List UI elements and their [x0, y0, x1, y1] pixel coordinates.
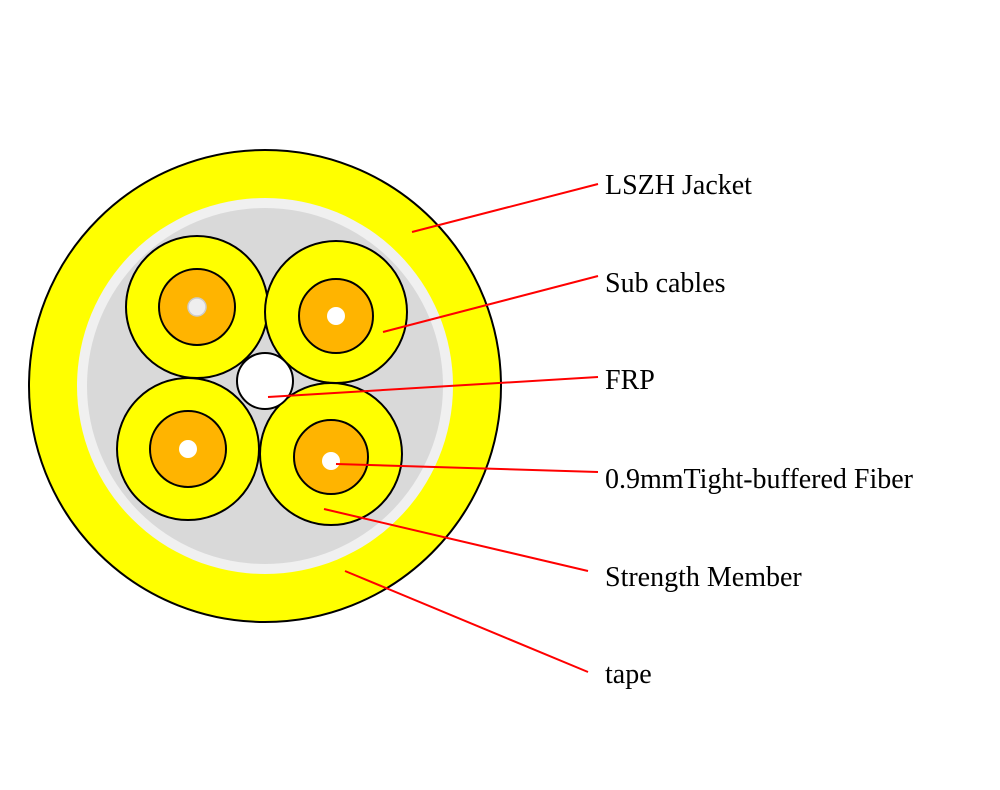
leader-line-sub-cables	[382, 275, 599, 333]
sub-cable-bottom-right	[259, 382, 403, 526]
leader-line-jacket	[411, 183, 599, 233]
sub-cable-top-left	[125, 235, 269, 379]
frp-center	[236, 352, 294, 410]
leader-line-strength-member	[323, 508, 589, 572]
leader-line-frp	[267, 376, 599, 398]
label-sub-cables: Sub cables	[605, 268, 726, 299]
label-frp: FRP	[605, 365, 655, 396]
leader-line-tape	[344, 570, 589, 673]
label-tape: tape	[605, 659, 652, 690]
label-lszh-jacket: LSZH Jacket	[605, 170, 752, 201]
label-strength-member: Strength Member	[605, 562, 802, 593]
sub-cable-top-right	[264, 240, 408, 384]
leader-line-fiber	[335, 463, 599, 473]
label-tight-buffered-fiber: 0.9mmTight-buffered Fiber	[605, 464, 914, 495]
sub-cable-bottom-left	[116, 377, 260, 521]
